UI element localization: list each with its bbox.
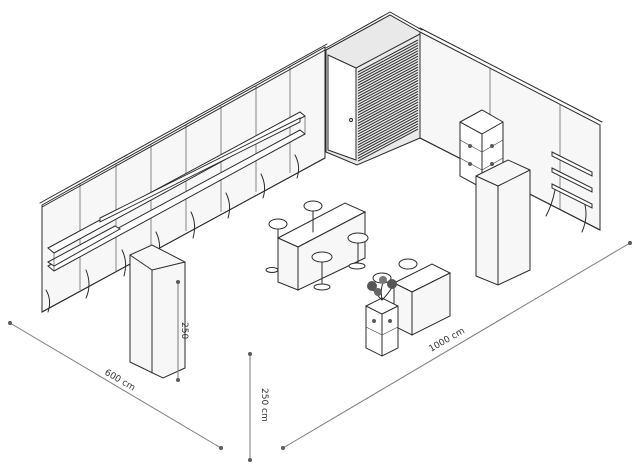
closet-slat bbox=[357, 50, 419, 84]
closet-slat bbox=[357, 123, 419, 157]
closet-slat bbox=[357, 66, 419, 100]
closet-slat bbox=[357, 120, 419, 154]
closet-slat bbox=[357, 71, 419, 105]
dimension-lines bbox=[8, 241, 632, 462]
right-wall-shelves bbox=[545, 151, 593, 233]
plant-stand bbox=[365, 297, 399, 357]
plant-icon bbox=[367, 276, 397, 301]
closet-slat bbox=[357, 77, 419, 111]
closet-slat bbox=[357, 128, 419, 162]
closet-slats bbox=[357, 39, 419, 162]
closet-slat bbox=[357, 47, 419, 81]
closet-slat bbox=[357, 96, 419, 130]
closet-slat bbox=[357, 112, 419, 146]
closet-slat bbox=[357, 58, 419, 92]
closet-slat bbox=[357, 80, 419, 113]
closet-slat bbox=[357, 115, 419, 149]
closet-slat bbox=[357, 101, 419, 135]
closet-slat bbox=[357, 98, 419, 132]
closet-slat bbox=[357, 107, 419, 140]
closet-slat bbox=[357, 90, 419, 124]
closet-slat bbox=[357, 117, 419, 151]
left-wall-stands bbox=[45, 154, 300, 313]
closet-slat bbox=[357, 109, 419, 143]
closet-slat bbox=[357, 82, 419, 116]
closet-slat bbox=[357, 93, 419, 127]
left-column bbox=[129, 244, 186, 379]
closet-slat bbox=[357, 88, 419, 122]
closet-slat bbox=[357, 44, 419, 78]
bar-counter bbox=[276, 202, 367, 291]
height-dimension-label: 250 cm bbox=[259, 388, 269, 422]
left-wall-shelves bbox=[47, 111, 306, 272]
closet-slat bbox=[357, 63, 419, 97]
column-height-label: 250 bbox=[179, 322, 189, 339]
bar-stools bbox=[265, 200, 369, 291]
closet-slat bbox=[357, 85, 419, 119]
closet-slat bbox=[357, 42, 419, 76]
closet-slat bbox=[357, 55, 419, 89]
closet-slat bbox=[357, 74, 419, 108]
closet-slat bbox=[357, 125, 419, 159]
right-tower bbox=[475, 159, 531, 286]
length-dimension-label: 1000 cm bbox=[428, 326, 467, 354]
closet-slat bbox=[357, 39, 419, 73]
closet-slat bbox=[357, 61, 419, 95]
closet-slat bbox=[357, 104, 419, 138]
closet-slat bbox=[357, 69, 419, 103]
closet-slat bbox=[357, 53, 419, 86]
